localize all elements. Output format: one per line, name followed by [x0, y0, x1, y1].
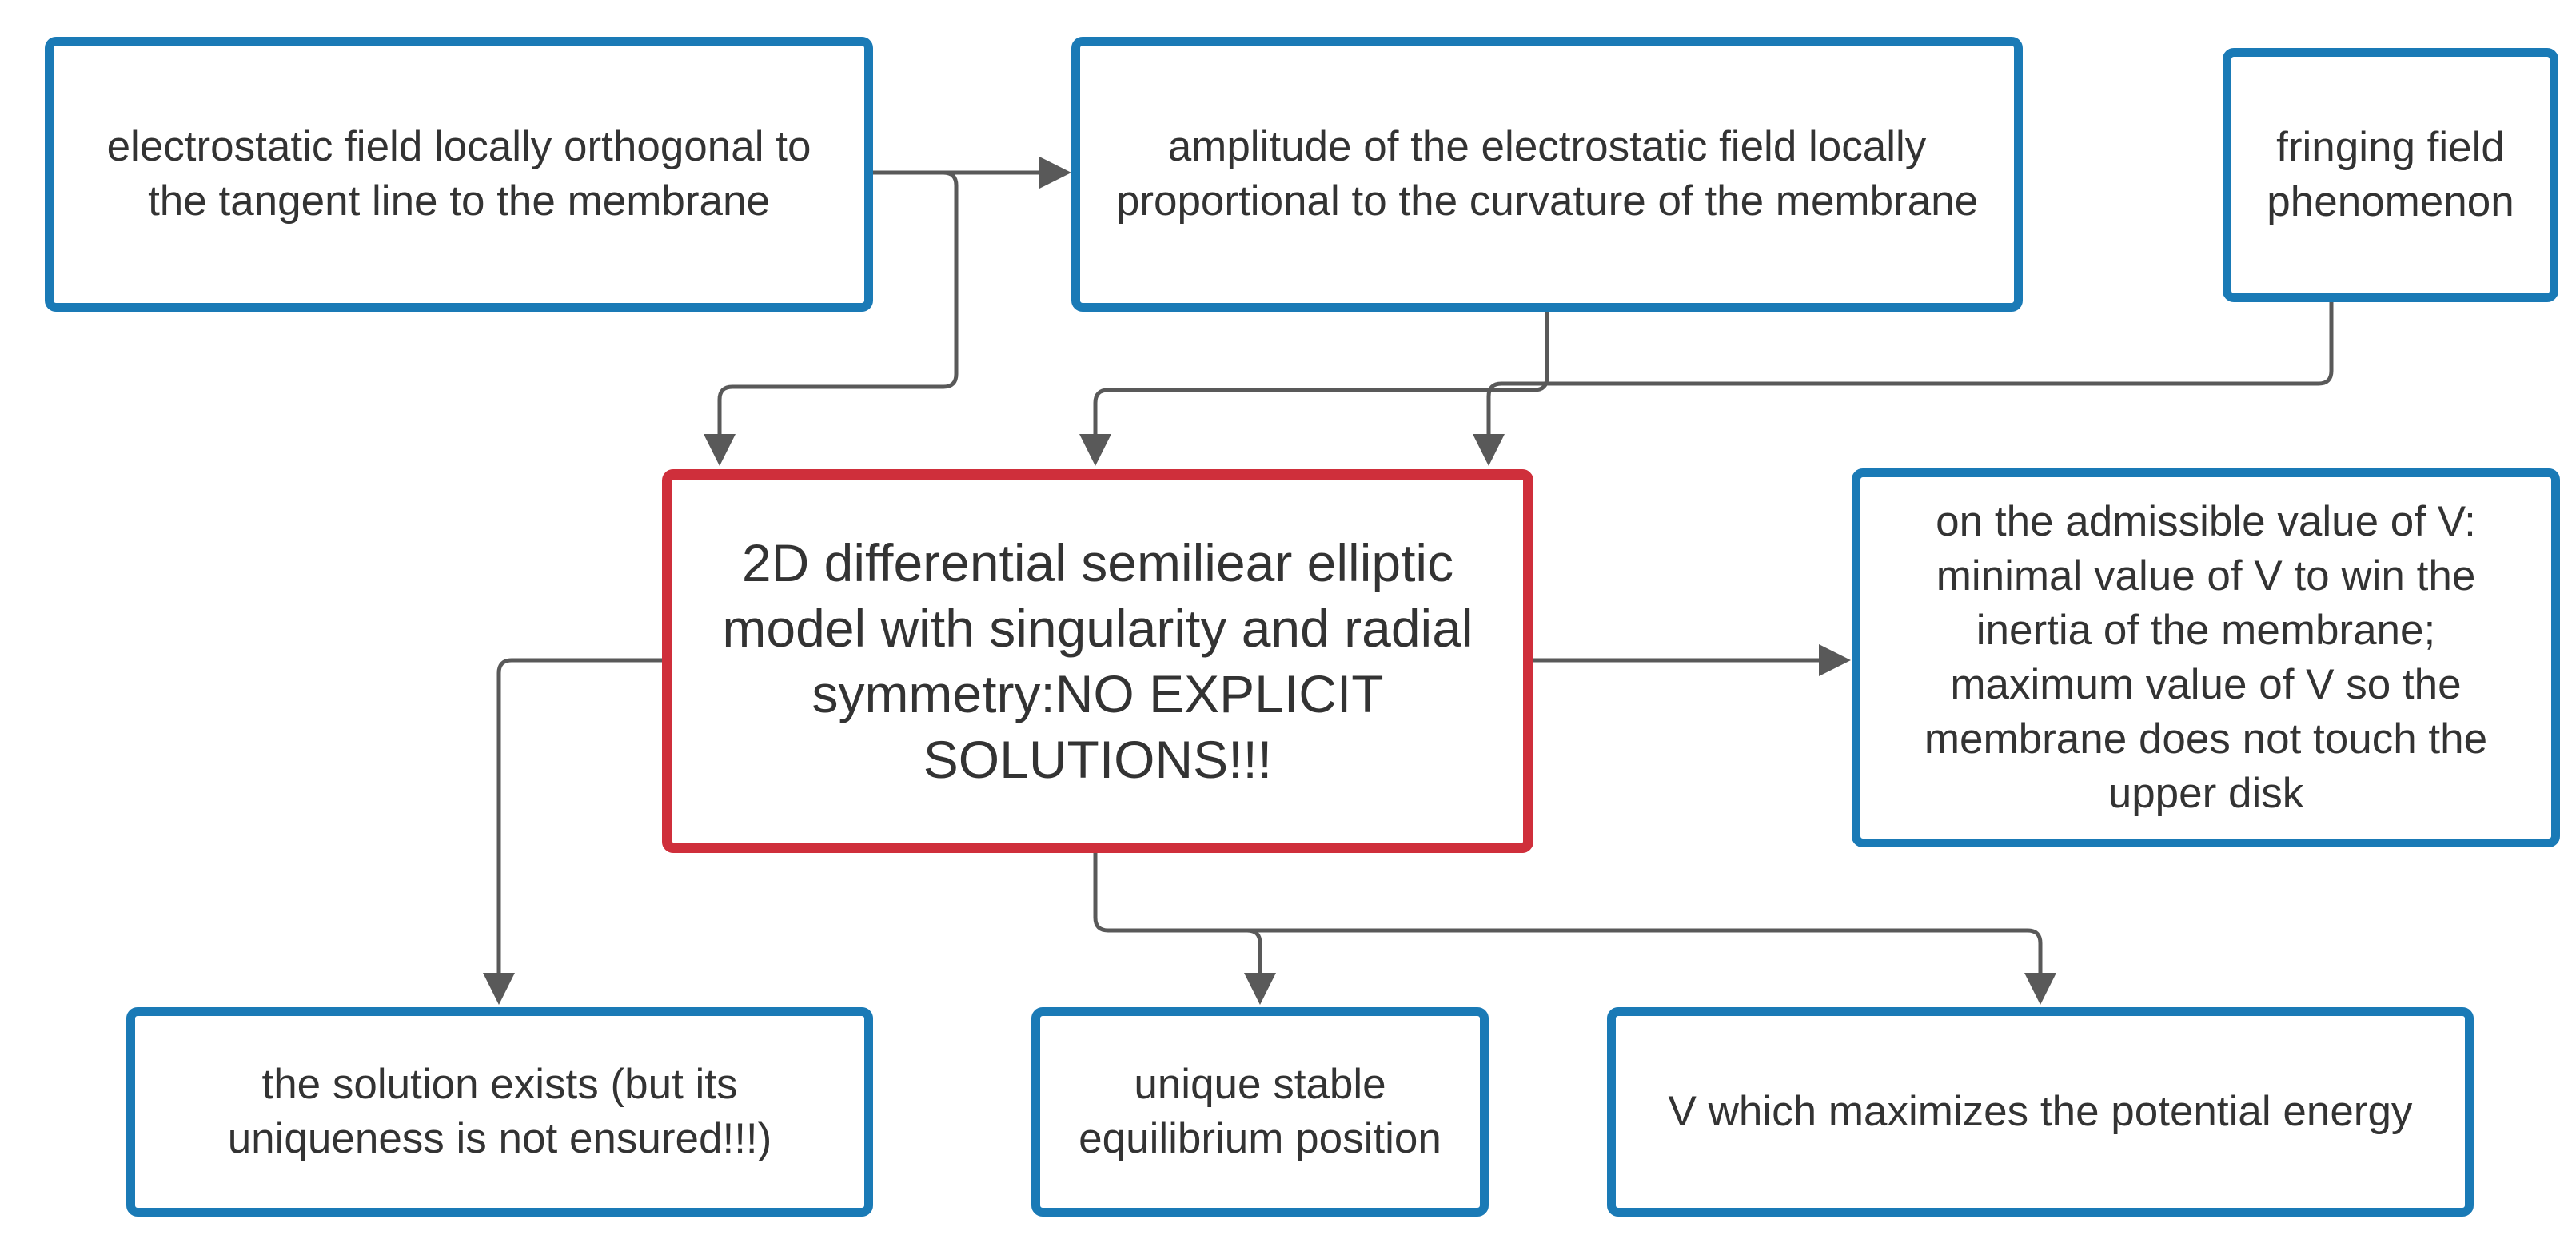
node-amplitude-curvature: amplitude of the electrostatic field loc… — [1071, 37, 2023, 312]
arrow-model-to-unique-stable — [1093, 853, 1276, 1005]
node-model: 2D differential semiliear elliptic model… — [662, 469, 1533, 853]
node-solution-exists-text: the solution exists (but its uniqueness … — [227, 1061, 772, 1162]
node-orthogonal-field-text: electrostatic field locally orthogonal t… — [106, 123, 811, 225]
node-model-text: 2D differential semiliear elliptic model… — [722, 533, 1473, 789]
node-solution-exists: the solution exists (but its uniqueness … — [126, 1007, 873, 1217]
node-unique-stable: unique stable equilibrium position — [1031, 1007, 1489, 1217]
node-unique-stable-text: unique stable equilibrium position — [1079, 1061, 1442, 1162]
arrow-fringing-to-model — [1473, 302, 2334, 466]
node-v-maximizes: V which maximizes the potential energy — [1607, 1007, 2474, 1217]
node-admissible-v: on the admissible value of V: minimal va… — [1852, 468, 2560, 847]
node-fringing-field-text: fringing field phenomenon — [2267, 124, 2514, 225]
arrow-model-to-v-maximizes — [1247, 928, 2056, 1005]
arrow-amplitude-to-model — [1079, 312, 1549, 466]
node-fringing-field: fringing field phenomenon — [2223, 48, 2558, 302]
node-orthogonal-field: electrostatic field locally orthogonal t… — [45, 37, 873, 312]
node-admissible-v-text: on the admissible value of V: minimal va… — [1924, 498, 2488, 817]
arrow-model-to-solution-exists — [483, 658, 662, 1005]
node-v-maximizes-text: V which maximizes the potential energy — [1668, 1088, 2413, 1135]
arrow-orthogonal-to-model — [704, 170, 959, 466]
node-amplitude-curvature-text: amplitude of the electrostatic field loc… — [1115, 123, 1979, 225]
